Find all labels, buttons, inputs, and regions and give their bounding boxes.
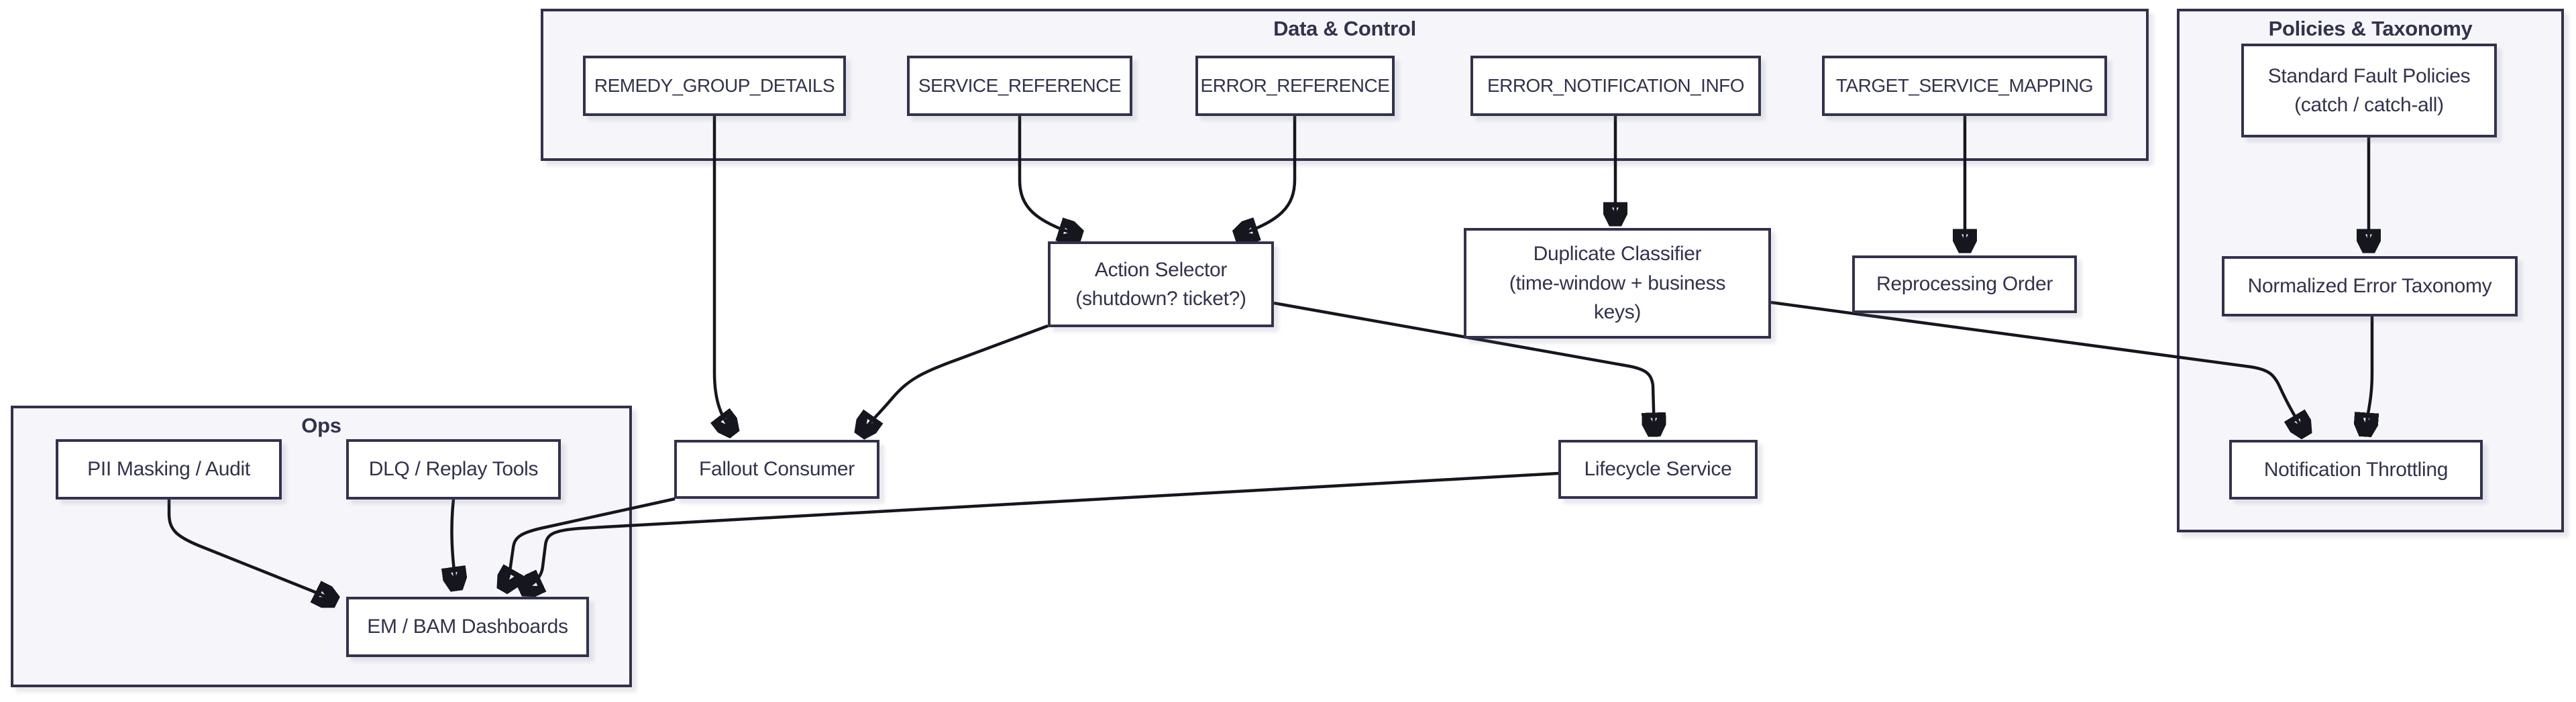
node-target-service-mapping-label: TARGET_SERVICE_MAPPING <box>1835 74 2094 96</box>
node-service-reference: SERVICE_REFERENCE <box>907 56 1132 116</box>
node-duplicate-classifier: Duplicate Classifier (time-window + busi… <box>1464 228 1771 339</box>
node-fallout-consumer-label: Fallout Consumer <box>699 458 855 481</box>
node-notification-throttling-label: Notification Throttling <box>2263 458 2449 481</box>
node-duplicate-classifier-line3: keys) <box>1593 301 1642 324</box>
node-error-notification-info-label: ERROR_NOTIFICATION_INFO <box>1487 74 1745 96</box>
node-duplicate-classifier-line2: (time-window + business <box>1509 272 1726 294</box>
node-target-service-mapping: TARGET_SERVICE_MAPPING <box>1822 56 2107 116</box>
node-em-bam-dashboards: EM / BAM Dashboards <box>346 597 589 657</box>
node-dlq-replay-tools-label: DLQ / Replay Tools <box>368 458 539 481</box>
node-standard-fault-policies-line2: (catch / catch-all) <box>2294 94 2444 116</box>
container-data-control-title: Data & Control <box>1273 17 1416 40</box>
node-normalized-error-taxonomy: Normalized Error Taxonomy <box>2222 256 2518 316</box>
node-pii-masking-audit-label: PII Masking / Audit <box>87 458 250 481</box>
node-duplicate-classifier-line1: Duplicate Classifier <box>1533 243 1702 266</box>
node-dlq-replay-tools: DLQ / Replay Tools <box>346 439 561 500</box>
node-standard-fault-policies: Standard Fault Policies (catch / catch-a… <box>2241 44 2497 137</box>
node-action-selector: Action Selector (shutdown? ticket?) <box>1048 241 1274 327</box>
node-error-notification-info: ERROR_NOTIFICATION_INFO <box>1470 56 1761 116</box>
node-lifecycle-service: Lifecycle Service <box>1558 440 1758 499</box>
edge-action-selector-to-fallout <box>861 324 1049 433</box>
container-policies-taxonomy-title: Policies & Taxonomy <box>2268 17 2473 40</box>
node-error-reference: ERROR_REFERENCE <box>1195 56 1395 116</box>
node-lifecycle-service-label: Lifecycle Service <box>1584 458 1732 481</box>
node-normalized-error-taxonomy-label: Normalized Error Taxonomy <box>2247 275 2492 298</box>
node-remedy-group-details: REMEDY_GROUP_DETAILS <box>583 56 846 116</box>
node-reprocessing-order: Reprocessing Order <box>1852 255 2077 313</box>
node-em-bam-dashboards-label: EM / BAM Dashboards <box>367 616 568 638</box>
container-ops-title: Ops <box>301 414 341 437</box>
node-fallout-consumer: Fallout Consumer <box>674 440 879 499</box>
node-pii-masking-audit: PII Masking / Audit <box>56 439 282 500</box>
node-action-selector-line1: Action Selector <box>1094 258 1228 281</box>
node-error-reference-label: ERROR_REFERENCE <box>1200 74 1390 96</box>
node-service-reference-label: SERVICE_REFERENCE <box>918 74 1122 96</box>
node-action-selector-line2: (shutdown? ticket?) <box>1075 288 1246 310</box>
node-notification-throttling: Notification Throttling <box>2229 440 2483 500</box>
node-standard-fault-policies-line1: Standard Fault Policies <box>2267 64 2471 87</box>
node-remedy-group-details-label: REMEDY_GROUP_DETAILS <box>594 74 835 96</box>
edge-remedy-to-fallout <box>714 116 733 432</box>
node-reprocessing-order-label: Reprocessing Order <box>1876 273 2053 296</box>
